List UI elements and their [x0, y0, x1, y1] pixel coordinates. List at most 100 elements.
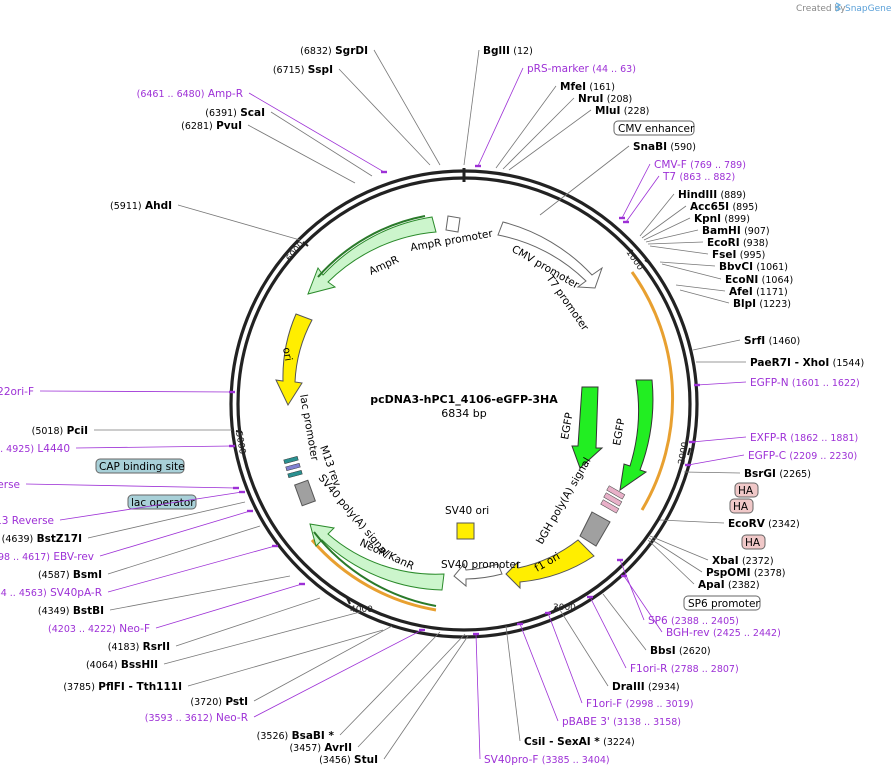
label-sv40-polya: SV40 poly(A) signal: [316, 472, 391, 558]
primer-label-f1ori-f[interactable]: F1ori-F (2998 .. 3019): [586, 698, 693, 710]
enzyme-label-draiii[interactable]: DraIII (2934): [612, 681, 680, 693]
label-ampr: AmpR: [367, 254, 401, 278]
leader-line: [679, 289, 730, 304]
primer-label-m13-puc-reverse[interactable]: (4690 .. 4712) M13/pUC Reverse: [0, 479, 20, 491]
leader-line: [495, 85, 557, 169]
primer-label-pbabe-3-[interactable]: pBABE 3' (3138 .. 3158): [562, 716, 681, 728]
enzyme-label-blpi[interactable]: BlpI (1223): [733, 298, 791, 310]
enzyme-label-scai[interactable]: (6391) ScaI: [205, 107, 265, 119]
enzyme-label-snabi[interactable]: SnaBI (590): [633, 141, 696, 153]
site-name: PstI: [225, 696, 248, 708]
site-name: BsrGI: [744, 468, 776, 480]
site-name: SP6: [648, 615, 668, 627]
site-position: (899): [724, 214, 750, 225]
primer-label-neo-r[interactable]: (3593 .. 3612) Neo-R: [145, 712, 248, 724]
site-name: ApaI: [698, 579, 725, 591]
enzyme-label-ahdi[interactable]: (5911) AhdI: [110, 200, 172, 212]
enzyme-label-bbvci[interactable]: BbvCI (1061): [719, 261, 788, 273]
primer-label-m13-reverse[interactable]: (4677 .. 4693) M13 Reverse: [0, 515, 54, 527]
enzyme-label-xbai[interactable]: XbaI (2372): [712, 555, 774, 567]
primer-label-sp6[interactable]: SP6 (2388 .. 2405): [648, 615, 739, 627]
orange-arc-cds: [630, 271, 675, 511]
enzyme-label-bstz17i[interactable]: (4639) BstZ17I: [2, 533, 82, 545]
site-position: (2788 .. 2807): [671, 664, 739, 675]
site-position: (1064): [762, 275, 794, 286]
site-name: AfeI: [729, 286, 753, 298]
leader-line: [87, 501, 246, 539]
primer-label-t7[interactable]: T7 (863 .. 882): [662, 171, 735, 183]
primer-label-f1ori-r[interactable]: F1ori-R (2788 .. 2807): [630, 663, 739, 675]
enzyme-label-pspomi[interactable]: PspOMI (2378): [706, 567, 786, 579]
site-name: SrfI: [744, 335, 765, 347]
enzyme-label-acc65i[interactable]: Acc65I (895): [690, 201, 758, 213]
site-name: F1ori-R: [630, 663, 667, 675]
site-name: AvrII: [324, 742, 352, 754]
enzyme-label-bsrgi[interactable]: BsrGI (2265): [744, 468, 811, 480]
primer-label-egfp-n[interactable]: EGFP-N (1601 .. 1622): [750, 377, 860, 389]
sv40-ori-feature: [456, 522, 475, 540]
enzyme-label-nrui[interactable]: NruI (208): [578, 93, 632, 105]
site-name: BssHII: [121, 659, 158, 671]
enzyme-label-kpni[interactable]: KpnI (899): [694, 213, 750, 225]
primer-label-exfp-r[interactable]: EXFP-R (1862 .. 1881): [750, 432, 858, 444]
enzyme-label-bglii[interactable]: BglII (12): [483, 45, 533, 57]
brand-text: SnapGene: [845, 4, 892, 14]
primer-label-pbr322ori-f[interactable]: (5159 .. 5178) pBR322ori-F: [0, 386, 34, 398]
enzyme-label-hindiii[interactable]: HindIII (889): [678, 189, 746, 201]
primer-label-prs-marker[interactable]: pRS-marker (44 .. 63): [527, 63, 636, 75]
leader-line: [25, 483, 237, 489]
leader-line: [75, 445, 233, 449]
enzyme-label-ecori[interactable]: EcoRI (938): [707, 237, 769, 249]
enzyme-label-bamhi[interactable]: BamHI (907): [702, 225, 770, 237]
enzyme-label-bstbi[interactable]: (4349) BstBI: [38, 605, 104, 617]
primer-label-ebv-rev[interactable]: (4598 .. 4617) EBV-rev: [0, 551, 94, 563]
enzyme-label-bsshii[interactable]: (4064) BssHII: [86, 659, 158, 671]
enzyme-label-bsabi-[interactable]: (3526) BsaBI *: [257, 730, 335, 742]
enzyme-label-apai[interactable]: ApaI (2382): [698, 579, 760, 591]
primer-label-l4440[interactable]: (4908 .. 4925) L4440: [0, 443, 70, 455]
leader-lines: [25, 49, 747, 760]
site-name: pRS-marker: [527, 63, 590, 75]
enzyme-label-paer7i-xhoi[interactable]: PaeR7I - XhoI (1544): [750, 357, 864, 369]
primer-label-bgh-rev[interactable]: BGH-rev (2425 .. 2442): [666, 627, 781, 639]
enzyme-label-pcii[interactable]: (5018) PciI: [32, 425, 88, 437]
enzyme-label-bbsi[interactable]: BbsI (2620): [650, 645, 711, 657]
enzyme-label-pvui[interactable]: (6281) PvuI: [181, 120, 242, 132]
enzyme-label-econi[interactable]: EcoNI (1064): [725, 274, 793, 286]
site-position: (3457): [289, 743, 321, 754]
enzyme-label-rsrii[interactable]: (4183) RsrII: [108, 641, 170, 653]
enzyme-label-afei[interactable]: AfeI (1171): [729, 286, 788, 298]
site-name: CMV-F: [654, 159, 687, 171]
enzyme-label-fsei[interactable]: FseI (995): [712, 249, 765, 261]
leader-line: [623, 575, 663, 633]
enzyme-label-bsmi[interactable]: (4587) BsmI: [38, 569, 102, 581]
primer-label-sv40pro-f[interactable]: SV40pro-F (3385 .. 3404): [484, 754, 610, 766]
enzyme-label-mfei[interactable]: MfeI (161): [560, 81, 615, 93]
primer-label-amp-r[interactable]: (6461 .. 6480) Amp-R: [137, 88, 243, 100]
primer-label-cmv-f[interactable]: CMV-F (769 .. 789): [654, 159, 746, 171]
enzyme-label-sspi[interactable]: (6715) SspI: [273, 64, 333, 76]
leader-line: [659, 261, 716, 267]
site-position: (3385 .. 3404): [542, 755, 610, 766]
primer-label-egfp-c[interactable]: EGFP-C (2209 .. 2230): [748, 450, 857, 462]
enzyme-label-avrii[interactable]: (3457) AvrII: [289, 742, 352, 754]
leader-line: [99, 510, 251, 557]
leader-line: [502, 97, 575, 170]
enzyme-label-psti[interactable]: (3720) PstI: [190, 696, 248, 708]
tick-2000: 2000: [677, 441, 691, 466]
snapgene-logo-icon: [834, 2, 842, 12]
enzyme-label-srfi[interactable]: SrfI (1460): [744, 335, 800, 347]
enzyme-label-sgrdi[interactable]: (6832) SgrDI: [300, 45, 368, 57]
primer-label-sv40pa-r[interactable]: (4544 .. 4563) SV40pA-R: [0, 587, 102, 599]
enzyme-label-pflfi-tth111i[interactable]: (3785) PflFI - Tth111I: [63, 681, 182, 693]
enzyme-label-stui[interactable]: (3456) StuI: [319, 754, 378, 766]
site-position: (1460): [769, 336, 801, 347]
leader-line: [675, 284, 726, 292]
primer-label-neo-f[interactable]: (4203 .. 4222) Neo-F: [48, 623, 150, 635]
site-position: (5018): [32, 426, 64, 437]
enzyme-label-csii-sexai-[interactable]: CsiI - SexAI * (3224): [524, 736, 635, 748]
enzyme-label-mlui[interactable]: MluI (228): [595, 105, 649, 117]
enzyme-label-ecorv[interactable]: EcoRV (2342): [728, 518, 800, 530]
site-name: NruI: [578, 93, 603, 105]
site-position: (889): [720, 190, 746, 201]
